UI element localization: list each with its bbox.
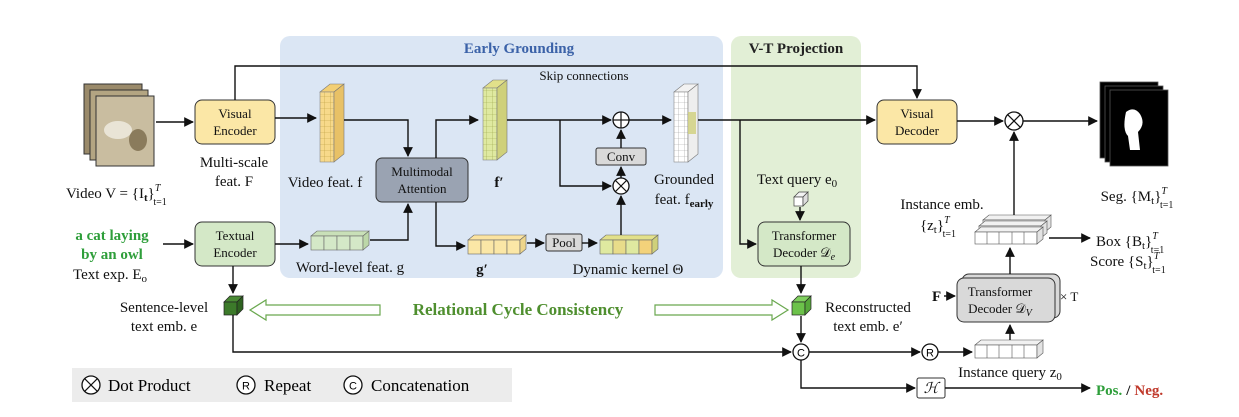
word-feat-cubes — [310, 230, 370, 251]
transformer-e-label: Transformer — [772, 228, 837, 243]
transformer-v-label-2: Decoder 𝒟V — [968, 301, 1034, 319]
textual-encoder-label: Textual — [216, 228, 255, 243]
legend-dot-icon — [81, 375, 101, 395]
transformer-decoder-e-box — [757, 221, 851, 267]
vt-projection-region — [731, 36, 861, 278]
dynamic-kernel-cubes — [599, 234, 659, 255]
multimodal-label-2: Attention — [397, 181, 447, 196]
text-exp-line1: a cat laying — [75, 228, 149, 244]
instance-query-cubes — [974, 339, 1044, 359]
dot-product-icon — [612, 177, 630, 195]
text-query-label: Text query e0 — [757, 172, 838, 190]
f-input-label: F — [932, 289, 941, 305]
instance-emb-cubes — [974, 214, 1052, 245]
text-exp-label: Text exp. Eo — [73, 267, 148, 285]
legend-concat-icon: C — [343, 375, 363, 395]
add-icon — [612, 111, 630, 129]
reconstructed-label: Reconstructed — [825, 300, 911, 316]
legend-concat-label: Concatenation — [371, 376, 470, 395]
f-prime-block — [482, 79, 508, 161]
text-query-cube — [793, 191, 809, 207]
multiscale-label-2: feat. F — [215, 174, 253, 190]
cycle-arrows — [248, 298, 790, 322]
legend-repeat-icon: R — [236, 375, 256, 395]
transformer-v-repeat: × T — [1060, 289, 1078, 304]
g-prime-label: g′ — [476, 262, 488, 278]
legend-box — [72, 368, 512, 402]
word-feat-label: Word-level feat. g — [296, 260, 405, 276]
grounded-label: Grounded — [654, 172, 714, 188]
repeat-icon: R — [921, 343, 939, 361]
visual-decoder-box — [876, 99, 958, 145]
sentence-label-2: text emb. e — [131, 319, 198, 335]
reconstructed-emb-cube — [791, 295, 812, 316]
svg-text:C: C — [349, 381, 357, 393]
visual-decoder-label: Visual — [900, 106, 934, 121]
transformer-v-label: Transformer — [968, 284, 1033, 299]
visual-encoder-label: Visual — [218, 106, 252, 121]
video-feat-label: Video feat. f — [288, 175, 362, 191]
video-frames-icon — [83, 83, 155, 167]
vt-projection-title: V-T Projection — [749, 41, 844, 57]
instance-emb-label: Instance emb. — [900, 197, 983, 213]
grounded-label-2: feat. fearly — [655, 192, 714, 210]
visual-decoder-label-2: Decoder — [895, 123, 940, 138]
f-prime-label: f′ — [494, 175, 503, 191]
decoder-dot-product-icon — [1004, 111, 1024, 131]
transformer-e-label-2: Decoder 𝒟e — [773, 245, 836, 263]
conv-label: Conv — [607, 149, 636, 164]
legend-repeat-label: Repeat — [264, 376, 311, 395]
dynamic-kernel-label: Dynamic kernel Θ — [573, 262, 684, 278]
segmentation-masks-icon — [1099, 81, 1169, 167]
instance-query-label: Instance query z0 — [958, 365, 1062, 383]
video-feat-block — [319, 83, 345, 163]
connections — [156, 65, 1098, 393]
skip-connections-label: Skip connections — [539, 68, 628, 83]
reconstructed-label-2: text emb. e′ — [833, 319, 903, 335]
g-prime-cubes — [467, 234, 527, 255]
transformer-decoder-v-box — [956, 277, 1056, 323]
pool-label: Pool — [552, 235, 576, 250]
sentence-emb-cube — [223, 295, 244, 316]
early-grounding-title: Early Grounding — [464, 41, 575, 57]
legend-dot-label: Dot Product — [108, 376, 191, 395]
multimodal-label: Multimodal — [391, 164, 453, 179]
textual-encoder-label-2: Encoder — [213, 245, 257, 260]
early-grounding-region — [280, 36, 723, 278]
multiscale-label: Multi-scale — [200, 155, 269, 171]
sentence-label: Sentence-level — [120, 300, 208, 316]
concat-icon: C — [792, 343, 810, 361]
multimodal-attention-box — [375, 157, 469, 203]
pos-neg-label: Pos./Neg. — [1096, 383, 1163, 399]
cycle-label: Relational Cycle Consistency — [413, 300, 624, 319]
text-exp-line2: by an owl — [81, 247, 143, 263]
grounded-feat-block — [673, 83, 699, 163]
svg-text:R: R — [926, 348, 934, 360]
svg-text:C: C — [797, 348, 805, 360]
visual-encoder-label-2: Encoder — [213, 123, 257, 138]
h-label: ℋ — [924, 381, 941, 397]
svg-text:R: R — [242, 381, 250, 393]
